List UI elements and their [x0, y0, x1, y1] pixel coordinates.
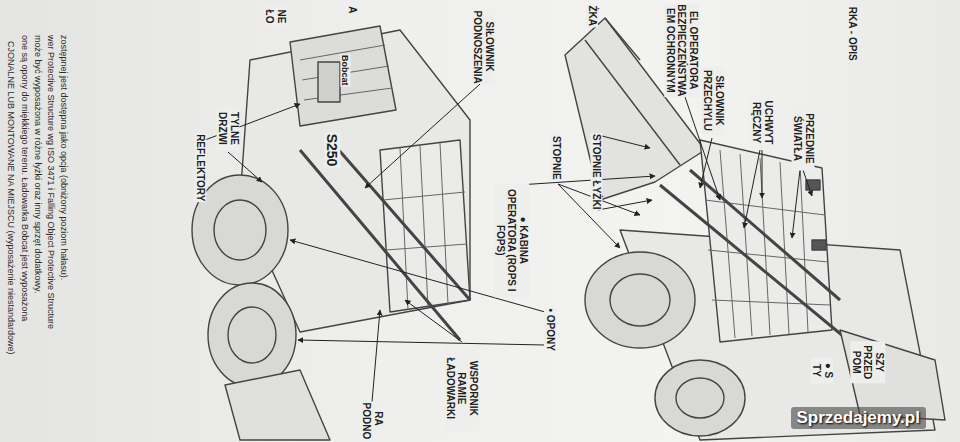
- brand-logo: Bobcat: [340, 54, 350, 87]
- paragraph-line: CJONALNE LUB MONTOWANE NA MIEJSCU (wypos…: [6, 40, 16, 356]
- heading-fragment: RKA - OPIS: [846, 6, 858, 62]
- part-label: A: [346, 5, 358, 14]
- part-label: ● S TY: [811, 357, 834, 383]
- part-label: ● KABINA OPERATORA (ROPS I FOPS): [495, 183, 530, 297]
- paragraph-line: zostępnej jest dostępna jako opcja (obni…: [59, 34, 69, 281]
- part-label: • OPONY: [544, 308, 556, 352]
- part-label: ŻKA: [586, 4, 598, 27]
- part-label: RA PODNO: [361, 401, 384, 435]
- part-label: WSPORNIK RAMIE ŁADOWARKI: [445, 345, 480, 431]
- part-label: REFLEKTORY: [194, 133, 206, 202]
- part-label: EL OPERATORA BEZPIECZEŃSTWA EM OCHRONNYM: [665, 3, 700, 97]
- paragraph-line: one są opony do miękkiego terenu. Ładowa…: [20, 34, 30, 322]
- model-number: S250: [324, 133, 340, 168]
- paragraph-line: wer Protective Structure wg ISO 3471 i F…: [46, 34, 56, 330]
- part-label: NE ŁO: [264, 5, 287, 27]
- part-label: UCHWYT RĘCZNY: [751, 96, 774, 148]
- part-label: PRZEDNIE ŚWIATŁA: [792, 106, 815, 170]
- part-label: SIŁOWNIK PODNOSZENIA: [472, 9, 495, 83]
- paragraph-line: może być wyposażona w różne łyżki oraz i…: [33, 34, 43, 294]
- part-label: STOPNIE ŁYŻKI: [590, 133, 602, 210]
- part-label: TYLNE DRZWI: [217, 106, 240, 150]
- part-label: STOPNIE: [550, 135, 562, 181]
- part-label: SIŁOWNIK PRZECHYLU: [702, 66, 725, 134]
- part-label: SZY PRZED POM: [851, 341, 886, 383]
- watermark: Sprzedajemy.pl: [791, 407, 926, 429]
